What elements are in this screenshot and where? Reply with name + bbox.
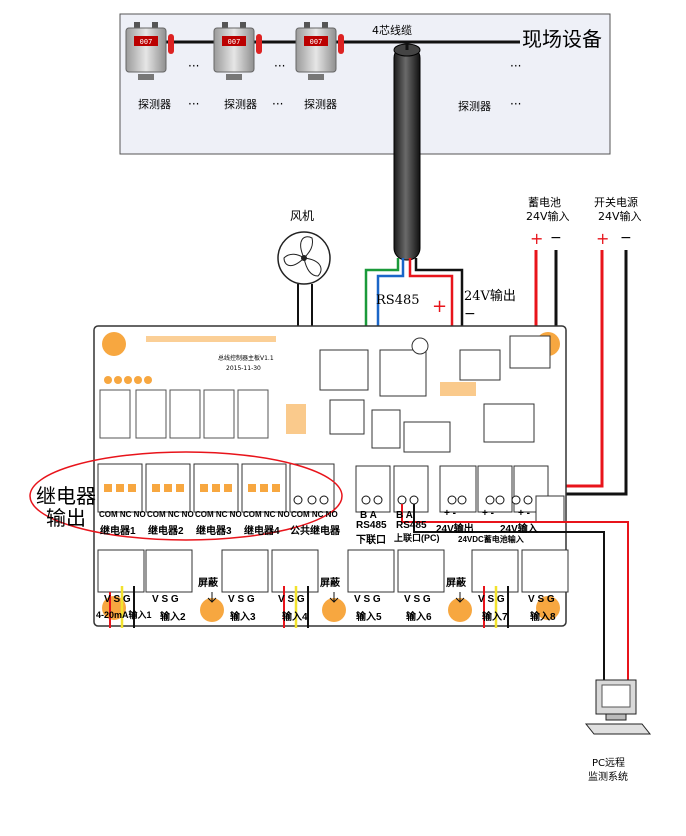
input-label-6: 输入6 (406, 612, 432, 623)
vsg-2: V S G (152, 594, 179, 605)
relay2-cnn: COM NC NO (147, 510, 194, 519)
vsg-7: V S G (478, 594, 505, 605)
vsg-4: V S G (278, 594, 305, 605)
dots-3: ··· (510, 59, 521, 73)
relay-output-note-line2: 输出 (46, 506, 86, 530)
detector-label-1: 探测器 (138, 98, 171, 111)
input-label-4: 输入4 (282, 612, 308, 623)
cable-label: 4芯线缆 (372, 23, 412, 37)
dots-4: ··· (188, 97, 199, 111)
rs485-down-name: RS485 (356, 520, 387, 531)
relay-terminals (97, 463, 335, 513)
four-core-cable (393, 45, 421, 261)
pc-label-1: PC远程 (592, 758, 626, 769)
shield-label-1: 屏蔽 (198, 578, 218, 589)
relay-output-highlight (29, 451, 343, 541)
input-label-5: 输入5 (356, 612, 382, 623)
battery-in-label: 24VDC蓄电池输入 (458, 535, 524, 544)
pm-2: + - (482, 508, 494, 519)
fan-label: 风机 (290, 209, 314, 223)
dots-6: ··· (510, 97, 521, 111)
comm-power-terminals (355, 465, 565, 523)
site-equipment-box (119, 13, 611, 155)
input-label-7: 输入7 (482, 612, 508, 623)
shield-label-3: 屏蔽 (446, 578, 466, 589)
detector-3 (295, 22, 344, 80)
vsg-3: V S G (228, 594, 255, 605)
board-out24-label: 24V输出 (436, 524, 474, 535)
detector-label-2: 探测器 (224, 98, 257, 111)
vsg-5: V S G (354, 594, 381, 605)
wire-pc-red (401, 504, 629, 688)
detector-1-display: 007 (140, 38, 153, 46)
pm-1: + - (444, 508, 456, 519)
dots-2: ··· (274, 59, 285, 73)
vsg-8: V S G (528, 594, 555, 605)
rs485-down-ab: B A (360, 510, 377, 521)
site-title: 现场设备 (522, 27, 602, 51)
out24-plus: + (432, 296, 447, 317)
relay4-cnn: COM NC NO (243, 510, 290, 519)
psu-label-1: 开关电源 (594, 195, 638, 209)
psu-label-2: 24V输入 (598, 209, 642, 223)
dots-5: ··· (272, 97, 283, 111)
relay5-cnn: COM NC NO (291, 510, 338, 519)
battery-label-1: 蓄电池 (528, 196, 561, 209)
board-in24-label: 24V输入 (500, 524, 538, 535)
relay-modules (99, 389, 269, 439)
relay1-cnn: COM NC NO (99, 510, 146, 519)
rs485-label: RS485 (376, 293, 420, 308)
rs485-up-sub: 上联口(PC) (394, 533, 440, 543)
detector-2 (213, 22, 262, 80)
board-date: 2015-11-30 (226, 365, 261, 372)
battery-plus: + (530, 229, 543, 248)
detector-label-4: 探测器 (458, 100, 491, 113)
pc-icon (584, 679, 652, 735)
battery-minus: − (550, 230, 562, 246)
vsg-6: V S G (404, 594, 431, 605)
vsg-1: V S G (104, 594, 131, 605)
relay-label-1: 继电器1 (100, 526, 136, 537)
pcb-components (286, 335, 551, 453)
pc-label-2: 监测系统 (588, 772, 628, 783)
input-label-3: 输入3 (230, 612, 256, 623)
rs485-up-ab: B A (396, 510, 413, 521)
fan-icon (277, 231, 331, 285)
detector-3-display: 007 (310, 38, 323, 46)
psu-minus: − (620, 230, 632, 246)
detector-label-3: 探测器 (304, 98, 337, 111)
battery-label-2: 24V输入 (526, 209, 570, 223)
rs485-down-sub: 下联口 (356, 535, 386, 546)
relay3-cnn: COM NC NO (195, 510, 242, 519)
relay-label-4: 继电器4 (244, 526, 280, 537)
board-title: 总线控制器主板V1.1 (218, 354, 274, 362)
relay-label-3: 继电器3 (196, 526, 232, 537)
detector-1 (125, 22, 174, 80)
relay-output-note-line1: 继电器 (36, 484, 96, 508)
out24-minus: − (464, 306, 476, 322)
relay-label-2: 继电器2 (148, 526, 184, 537)
wire-pc-black (413, 504, 605, 688)
input-label-1: 4-20mA输入1 (96, 610, 152, 620)
out24-label: 24V输出 (464, 288, 516, 304)
shield-label-2: 屏蔽 (320, 578, 340, 589)
input-label-2: 输入2 (160, 612, 186, 623)
pm-3: + - (518, 508, 530, 519)
relay-label-common: 公共继电器 (290, 526, 340, 537)
input-terminals (97, 549, 569, 622)
dots-1: ··· (188, 59, 199, 73)
rs485-up-name: RS485 (396, 520, 427, 531)
detector-2-display: 007 (228, 38, 241, 46)
psu-plus: + (596, 229, 609, 248)
input-label-8: 输入8 (530, 612, 556, 623)
